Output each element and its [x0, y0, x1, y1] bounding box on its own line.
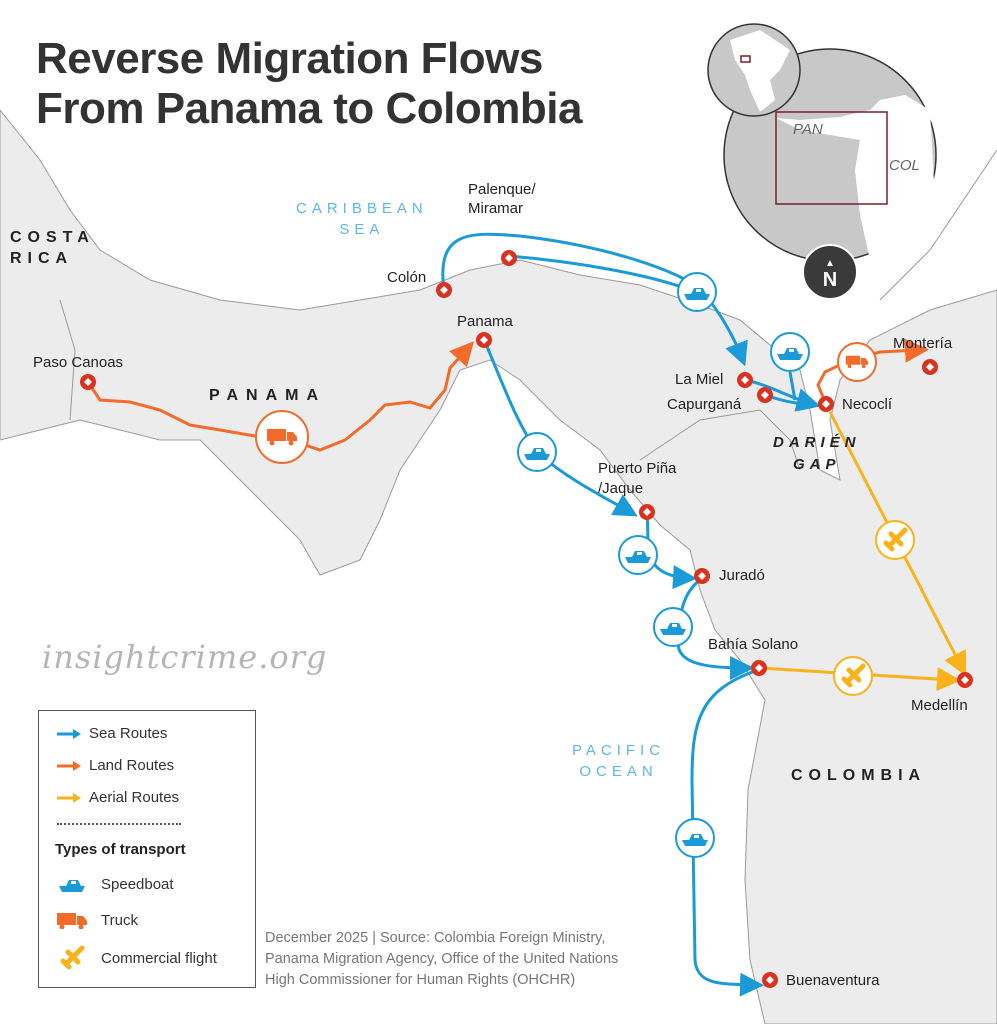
- darien-line-1: DARIÉN: [773, 434, 861, 451]
- speedboat-icon: [770, 332, 810, 372]
- marker-colon: [436, 282, 452, 298]
- marker-palenque: [501, 250, 517, 266]
- legend-flight-label: Commercial flight: [101, 949, 217, 967]
- legend-sea-label: Sea Routes: [89, 725, 168, 742]
- legend-speedboat: Speedboat: [57, 876, 174, 893]
- speedboat-icon: [618, 535, 658, 575]
- region-label-darien-gap: DARIÉN GAP: [773, 432, 861, 476]
- place-label: Montería: [893, 335, 953, 352]
- map-title: Reverse Migration Flows From Panama to C…: [36, 34, 582, 134]
- inset-label-pan: PAN: [793, 121, 823, 138]
- truck-icon: [255, 410, 309, 464]
- plane-icon: [833, 656, 873, 696]
- place-label: Paso Canoas: [33, 354, 124, 371]
- marker-capurgana: [757, 387, 773, 403]
- legend-land: Land Routes: [57, 757, 174, 774]
- plane-icon: [57, 945, 87, 971]
- puerto-pina-line-2: /Jaque: [598, 480, 644, 497]
- darien-line-2: GAP: [793, 456, 841, 473]
- north-arrow-icon: ▲N: [820, 256, 840, 291]
- caribbean-line-1: CARIBBEAN: [296, 200, 428, 217]
- marker-necocli: [818, 396, 834, 412]
- sea-route-palenque: [508, 254, 691, 292]
- plane-icon: [875, 520, 915, 560]
- legend-aerial: Aerial Routes: [57, 789, 179, 806]
- land-route-panama: [86, 341, 475, 452]
- costa-rica-line-1: COSTA: [10, 229, 95, 246]
- land-right-edge: [879, 149, 997, 301]
- marker-bahia-solano: [751, 660, 767, 676]
- marker-paso-canoas: [80, 374, 96, 390]
- place-label: La Miel: [675, 371, 724, 388]
- land-central-america: [0, 109, 997, 1024]
- puerto-pina-line-1: Puerto Piña: [598, 460, 677, 477]
- sea-label-caribbean: CARIBBEAN SEA: [296, 198, 428, 240]
- truck-icon: [57, 913, 87, 929]
- place-label: Necoclí: [842, 396, 893, 413]
- speedboat-icon: [675, 818, 715, 858]
- legend-sea: Sea Routes: [57, 725, 167, 742]
- palenque-line-2: Miramar: [468, 200, 523, 217]
- source-line-3: High Commissioner for Human Rights (OHCH…: [265, 972, 576, 988]
- legend-divider: [57, 823, 181, 825]
- palenque-line-1: Palenque/: [468, 181, 536, 198]
- marker-monteria: [922, 359, 938, 375]
- caribbean-line-2: SEA: [339, 221, 385, 238]
- legend: Sea Routes Land Routes Aerial Routes Typ…: [38, 710, 256, 988]
- marker-jurado: [694, 568, 710, 584]
- source-line-1: December 2025 | Source: Colombia Foreign…: [265, 930, 606, 946]
- truck-icon: [837, 342, 877, 382]
- place-label: Palenque/Miramar: [468, 180, 536, 218]
- pacific-line-2: OCEAN: [579, 763, 658, 780]
- source-line-2: Panama Migration Agency, Office of the U…: [265, 951, 619, 967]
- marker-medellin: [957, 672, 973, 688]
- legend-speedboat-label: Speedboat: [101, 876, 174, 893]
- legend-truck-label: Truck: [101, 911, 138, 929]
- speedboat-icon: [653, 607, 693, 647]
- sea-arrow-icon: [57, 728, 81, 739]
- place-label: Juradó: [719, 567, 765, 584]
- title-line-1: Reverse Migration Flows: [36, 34, 543, 83]
- country-label-panama: PANAMA: [209, 387, 327, 404]
- place-label: Capurganá: [667, 396, 742, 413]
- place-label: Buenaventura: [786, 972, 880, 989]
- place-label: Colón: [387, 269, 427, 286]
- north-label: N: [822, 269, 838, 291]
- sea-route-bahia: [690, 668, 764, 997]
- legend-types-heading: Types of transport: [55, 841, 186, 858]
- source-note: December 2025 | Source: Colombia Foreign…: [265, 928, 618, 991]
- marker-la-miel: [737, 372, 753, 388]
- pacific-line-1: PACIFIC: [572, 742, 666, 759]
- legend-flight: Commercial flight: [57, 945, 217, 971]
- speedboat-icon: [517, 432, 557, 472]
- marker-buenaventura: [762, 972, 778, 988]
- sea-route-colon: [441, 232, 748, 367]
- marker-puerto-pina: [639, 504, 655, 520]
- speedboat-icon: [59, 879, 85, 892]
- place-label: Panama: [457, 313, 513, 330]
- land-arrow-icon: [57, 760, 81, 771]
- sea-label-pacific: PACIFIC OCEAN: [572, 740, 665, 782]
- country-border: [639, 409, 801, 471]
- sea-route-turbo: [788, 371, 797, 401]
- country-label-colombia: COLOMBIA: [791, 767, 927, 784]
- watermark: insightcrime.org: [42, 638, 328, 676]
- legend-aerial-label: Aerial Routes: [89, 789, 180, 806]
- marker-panama: [476, 332, 492, 348]
- title-line-2: From Panama to Colombia: [36, 84, 582, 133]
- costa-rica-line-2: RICA: [10, 250, 74, 267]
- aerial-arrow-icon: [57, 792, 81, 803]
- place-label: Bahía Solano: [708, 636, 799, 653]
- inset-label-col: COL: [889, 157, 920, 174]
- locator-inset: [707, 23, 937, 300]
- place-label: Medellín: [911, 697, 968, 714]
- legend-truck: Truck: [57, 911, 138, 929]
- place-label: Puerto Piña/Jaque: [598, 459, 676, 499]
- legend-land-label: Land Routes: [89, 757, 175, 774]
- speedboat-icon: [677, 272, 717, 312]
- country-label-costa-rica: COSTA RICA: [10, 229, 95, 268]
- country-border-cr: [59, 299, 76, 421]
